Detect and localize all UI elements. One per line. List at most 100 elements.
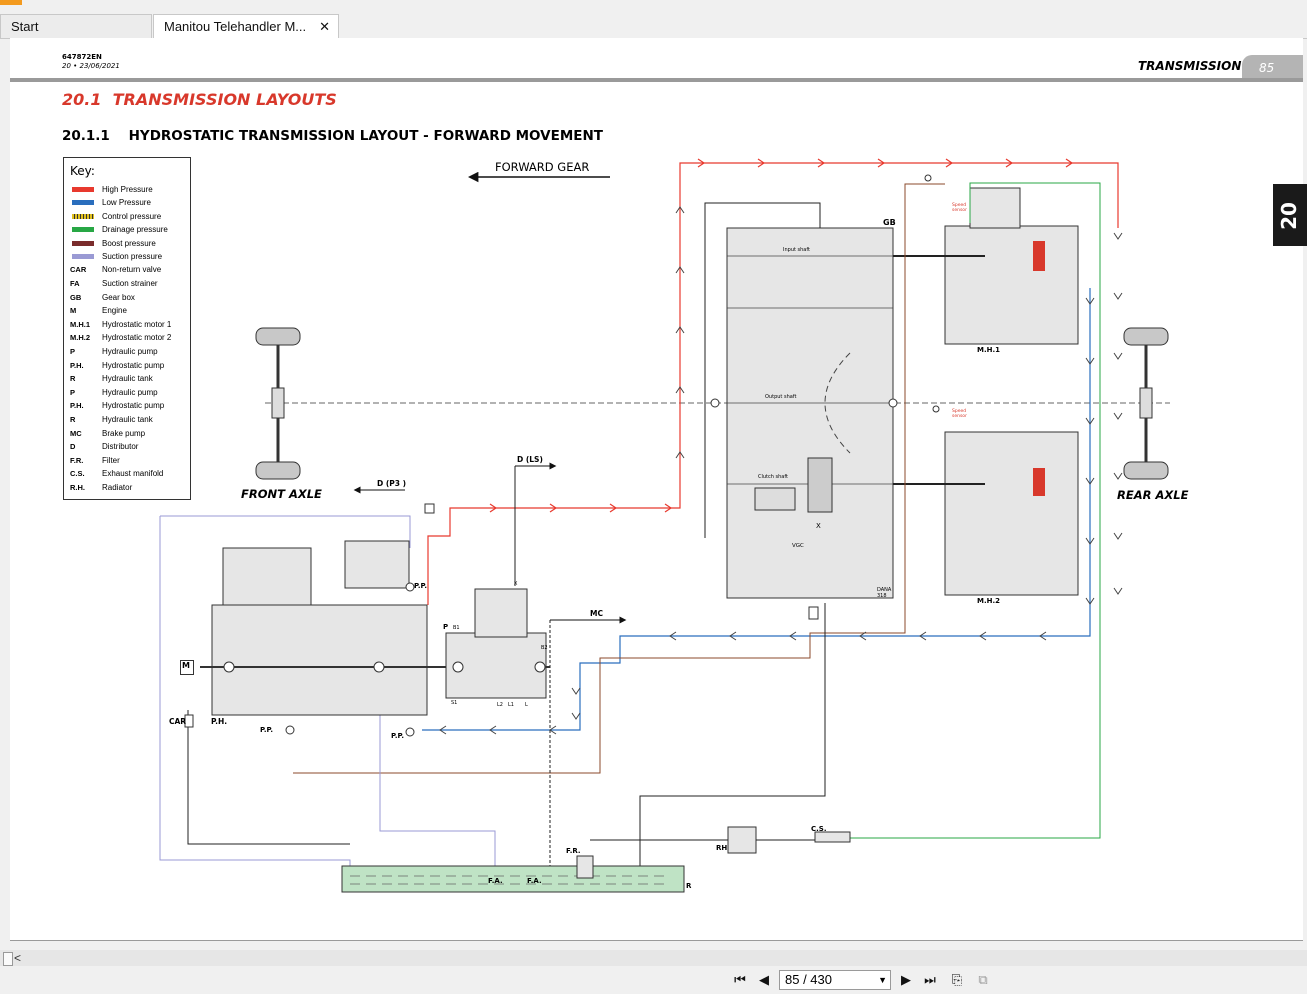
scroll-left-icon[interactable]: < xyxy=(14,951,22,965)
legend-abbreviation-row: CAR Non-return valve xyxy=(68,263,190,276)
suction-line xyxy=(159,515,411,868)
legend-swatch xyxy=(72,187,94,192)
legend-label: High Pressure xyxy=(102,185,153,194)
distributor-ls-label: D (LS) xyxy=(517,455,543,464)
legend-label: Hydrostatic motor 1 xyxy=(102,319,172,329)
fr-label: F.R. xyxy=(566,847,581,855)
doc-code: 647872EN xyxy=(62,53,102,61)
legend-abbreviation-row: P.H. Hydrostatic pump xyxy=(68,399,190,412)
legend-abbr: CAR xyxy=(70,265,87,275)
legend-label: Suction strainer xyxy=(102,279,158,288)
rear-axle xyxy=(1123,327,1169,480)
l-label: L xyxy=(525,702,528,708)
legend-label: Non-return valve xyxy=(102,265,162,275)
export-page-icon[interactable]: ⎘ xyxy=(951,972,963,987)
car-label: CAR xyxy=(169,717,187,726)
legend-abbreviation-row: C.S.Exhaust manifold xyxy=(68,467,190,480)
copy-page-icon[interactable]: ⧉ xyxy=(978,972,988,987)
legend-label: Exhaust manifold xyxy=(102,469,164,479)
legend-swatch xyxy=(72,227,94,233)
header-rule xyxy=(10,78,1303,82)
gearbox xyxy=(726,227,894,599)
first-page-icon[interactable]: ⏮ xyxy=(734,972,746,987)
legend-title: Key: xyxy=(70,164,95,178)
s1-label: S1 xyxy=(451,700,458,706)
legend-abbr: P xyxy=(70,347,76,356)
legend-abbr: D xyxy=(70,442,76,452)
tab-bar: Start Manitou Telehandler M...✕ xyxy=(0,12,1307,39)
legend-color-row: Low Pressure xyxy=(68,196,190,209)
clutch-shaft-label: Clutch shaft xyxy=(758,474,788,480)
section-title: 20.1.1 HYDROSTATIC TRANSMISSION LAYOUT -… xyxy=(62,128,603,144)
legend-label: Drainage pressure xyxy=(102,225,168,235)
output-shaft-label: Output shaft xyxy=(765,394,797,400)
high-pressure-line xyxy=(427,162,1119,605)
legend-label: Gear box xyxy=(102,292,135,302)
page-number-tab xyxy=(1242,55,1303,78)
pp-label-3: P.P. xyxy=(391,732,405,740)
legend-abbr: F.R. xyxy=(70,455,84,465)
l1-label: L1 xyxy=(508,702,514,708)
previous-page-icon[interactable]: ◀ xyxy=(759,972,769,987)
filter xyxy=(576,855,594,879)
chapter-number: 20 xyxy=(1276,202,1301,230)
speed-sensor-label-1: Speed sensor xyxy=(952,203,967,213)
hydraulic-pump-block xyxy=(445,588,547,699)
legend-label: Radiator xyxy=(102,483,133,492)
app-accent-mark xyxy=(0,0,22,5)
last-page-icon[interactable]: ⏭ xyxy=(924,972,936,987)
chapter-side-tab: 20 xyxy=(1273,184,1307,246)
drainage-line xyxy=(850,182,1101,839)
fa-label-2: F.A. xyxy=(527,877,542,885)
page-edge xyxy=(10,940,1303,941)
legend-color-row: Drainage pressure xyxy=(68,223,190,236)
scroll-thumb[interactable] xyxy=(3,952,13,966)
legend-abbr: R.H. xyxy=(70,483,85,492)
legend-label: Hydraulic pump xyxy=(102,387,158,397)
mh2-label: M.H.2 xyxy=(977,597,1001,605)
tab-start[interactable]: Start xyxy=(0,14,152,38)
radiator xyxy=(727,826,757,854)
dana-label: DANA xyxy=(877,587,892,593)
speed-sensor-label-2: Speed sensor xyxy=(952,409,967,419)
legend-color-row: High Pressure xyxy=(68,183,190,196)
fa-label-1: F.A. xyxy=(488,877,503,885)
next-page-icon[interactable]: ▶ xyxy=(901,972,911,987)
legend-abbr: P.H. xyxy=(70,401,84,411)
horizontal-scrollbar[interactable]: < xyxy=(0,950,1307,966)
legend-color-row: Control pressure xyxy=(68,210,190,223)
page-selector[interactable]: 85 / 430▼ xyxy=(779,970,891,990)
doc-date: 20 • 23/06/2021 xyxy=(62,62,120,70)
legend-abbr: GB xyxy=(70,292,82,302)
legend-label: Hydrostatic pump xyxy=(102,401,165,411)
dropdown-icon[interactable]: ▼ xyxy=(878,975,887,985)
legend-abbr: FA xyxy=(70,279,80,288)
chapter-title: 20.1 TRANSMISSION LAYOUTS xyxy=(62,90,337,109)
input-shaft-label: Input shaft xyxy=(783,247,811,253)
tab-document[interactable]: Manitou Telehandler M...✕ xyxy=(153,14,339,39)
legend-abbreviation-row: F.R. Filter xyxy=(68,454,190,467)
legend-label: Boost pressure xyxy=(102,238,156,248)
legend-swatch xyxy=(72,213,94,219)
legend-abbr: R xyxy=(70,415,76,424)
close-icon[interactable]: ✕ xyxy=(319,19,330,34)
vgc-label: VGC xyxy=(792,543,804,549)
legend-label: Control pressure xyxy=(102,211,162,221)
hydrostatic-motor-1 xyxy=(944,187,1079,345)
legend-color-row: Boost pressure xyxy=(68,237,190,250)
document-page: 647872EN 20 • 23/06/2021 TRANSMISSION 85… xyxy=(10,38,1303,940)
legend-abbr: M.H.2 xyxy=(70,333,91,343)
hydrostatic-motor-2 xyxy=(944,431,1079,596)
exhaust-manifold xyxy=(814,831,851,843)
legend-label: Filter xyxy=(102,455,120,465)
dana-model-label: 318 xyxy=(877,593,887,599)
section-header: TRANSMISSION xyxy=(1138,59,1242,73)
